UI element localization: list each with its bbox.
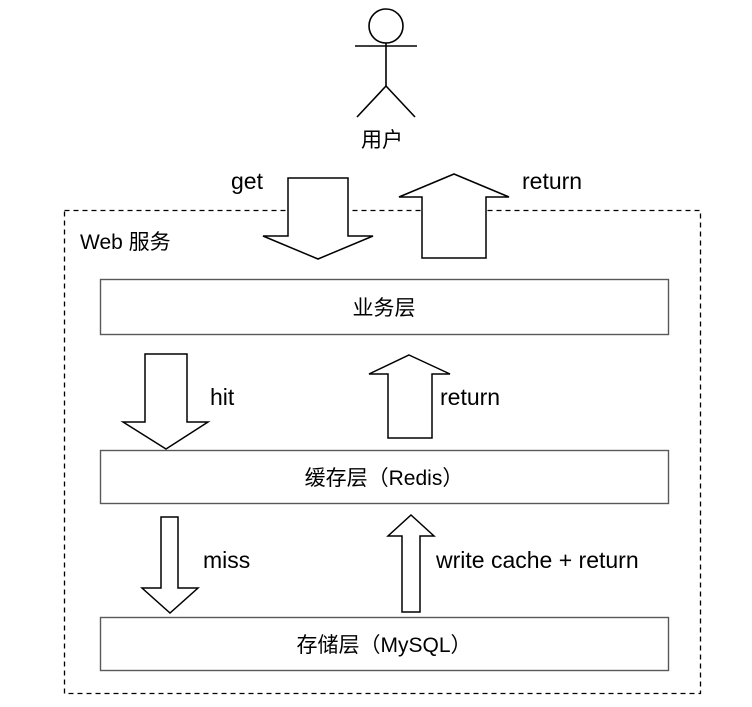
flow-arrow-return-top <box>398 173 510 259</box>
layer-box-business[interactable] <box>99 278 670 336</box>
container-label: Web 服务 <box>80 231 171 254</box>
stick-figure-icon <box>355 8 417 118</box>
flow-arrow-hit <box>120 353 211 450</box>
actor-label: 用户 <box>361 129 403 152</box>
flow-label-miss: miss <box>203 547 251 573</box>
flow-label-get: get <box>231 168 263 194</box>
flow-label-write-cache: write cache + return <box>436 547 639 573</box>
flow-arrow-get <box>262 177 374 260</box>
layer-box-storage[interactable] <box>99 616 670 672</box>
flow-label-return-top: return <box>522 168 583 194</box>
flow-arrow-write-cache <box>386 513 436 613</box>
flow-label-return-cache: return <box>440 384 501 410</box>
flow-arrow-miss <box>140 516 200 615</box>
flow-label-hit: hit <box>210 384 235 410</box>
web-service-container <box>63 209 702 695</box>
flow-arrow-return-cache <box>368 354 451 439</box>
layer-box-cache[interactable] <box>99 449 670 505</box>
